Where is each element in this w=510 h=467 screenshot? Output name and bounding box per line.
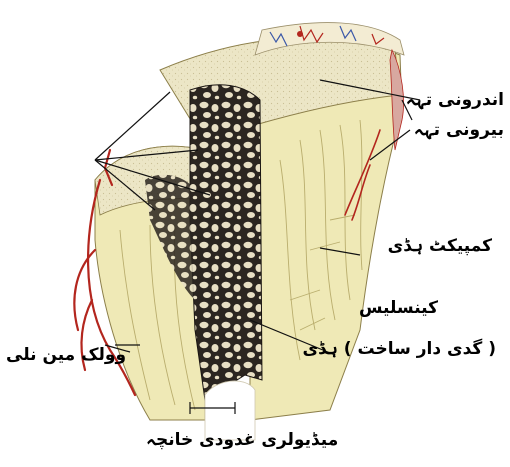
label-volkmann-canal: وولک مین نلی — [6, 345, 126, 365]
cancellous-bone — [190, 85, 262, 400]
label-compact-bone: کمپیکٹ ہڈی — [388, 236, 492, 256]
label-cancellous-line1: کینسلیس — [359, 298, 438, 318]
label-inner-layer: اندرونی تہہ — [406, 90, 504, 110]
label-medullary-cavity: میڈیولری غدودی خانچہ — [146, 430, 338, 450]
label-outer-layer: بیرونی تہہ — [414, 120, 504, 140]
label-cancellous-line2: ( گدی دار ساخت ) ہڈی — [303, 339, 496, 359]
